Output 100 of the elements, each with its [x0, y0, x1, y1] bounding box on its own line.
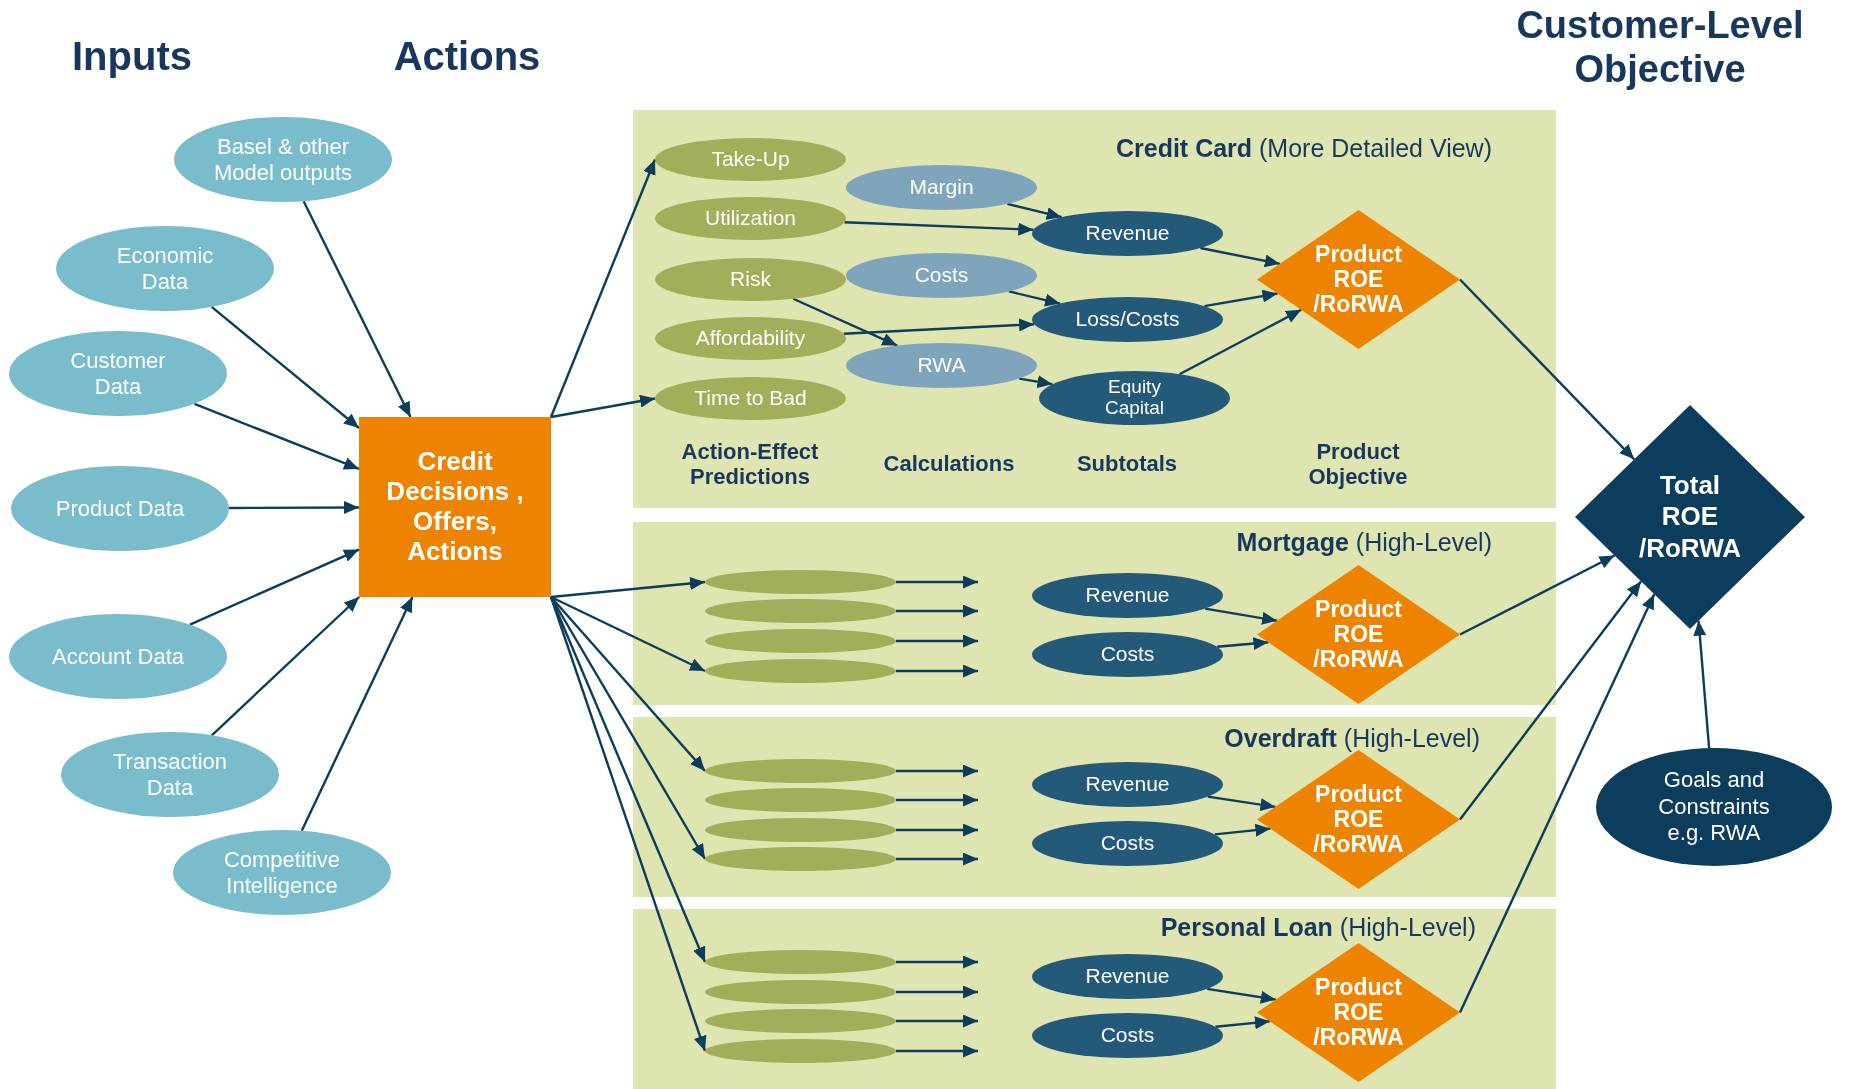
arrow — [896, 823, 978, 837]
node-label: Product ROE /RoRWA — [1312, 596, 1405, 673]
arrow — [1204, 289, 1278, 308]
prediction-ellipse — [705, 847, 896, 871]
column-heading: Subtotals — [1076, 451, 1178, 477]
arrow — [1008, 290, 1061, 307]
arrow — [1207, 795, 1276, 812]
total-diamond — [1575, 405, 1805, 629]
node-label: Loss/Costs — [1075, 307, 1180, 332]
arrow — [1215, 1016, 1270, 1030]
node-label: Product ROE /RoRWA — [1312, 974, 1405, 1051]
column-heading: Product Objective — [1307, 438, 1409, 490]
prediction-ellipse — [705, 759, 896, 783]
arrow — [1458, 593, 1656, 1013]
objective-diamond — [1257, 943, 1460, 1082]
arrow — [1459, 580, 1643, 821]
arrow — [1206, 987, 1276, 1004]
arrow — [843, 318, 1035, 335]
node-label: Margin — [909, 175, 974, 200]
arrow — [896, 1014, 978, 1028]
node-label: Revenue — [1085, 772, 1170, 797]
node-label: Credit Decisions , Offers, Actions — [385, 447, 525, 567]
node-label: Costs — [914, 263, 969, 288]
column-title: Customer-Level Objective — [1516, 4, 1804, 90]
arrow — [1200, 246, 1281, 268]
arrow — [210, 305, 360, 429]
node-label: Transaction Data — [111, 749, 229, 800]
arrow — [550, 596, 706, 772]
prediction-ellipse — [655, 138, 846, 181]
arrow — [896, 764, 978, 778]
arrow — [1459, 278, 1636, 461]
arrow — [550, 595, 706, 673]
node-label: Revenue — [1085, 583, 1170, 608]
arrow — [1178, 308, 1302, 376]
arrow — [189, 548, 360, 626]
arrow — [1007, 202, 1062, 220]
arrow — [550, 394, 656, 419]
node-label: Product ROE /RoRWA — [1312, 241, 1405, 318]
arrow — [896, 985, 978, 999]
arrow — [1204, 607, 1278, 625]
arrow — [1693, 620, 1711, 749]
subtotal-ellipse — [1039, 371, 1230, 425]
arrow — [229, 501, 359, 514]
column-heading: Action-Effect Predictions — [680, 438, 820, 490]
node-label: Costs — [1100, 831, 1155, 856]
arrow — [1459, 554, 1616, 636]
node-label: RWA — [917, 353, 966, 378]
node-label: Competitive Intelligence — [222, 847, 342, 898]
arrow — [896, 634, 978, 648]
node-label: Basel & other Model outputs — [212, 134, 354, 185]
arrow — [549, 596, 707, 963]
column-title: Actions — [393, 34, 541, 78]
objective-diamond — [1257, 750, 1460, 889]
section-panel — [633, 522, 1556, 705]
node-label: Take-Up — [711, 147, 790, 172]
node-label: Customer Data — [69, 348, 167, 399]
node-label: Goals and Constraints e.g. RWA — [1657, 767, 1771, 847]
arrow — [896, 955, 978, 969]
objective-diamond — [1257, 210, 1460, 349]
arrow — [1217, 637, 1269, 651]
action-box — [359, 417, 551, 597]
arrow — [792, 297, 898, 347]
section-panel — [633, 909, 1556, 1089]
prediction-ellipse — [705, 1039, 896, 1063]
arrow — [550, 577, 706, 599]
arrow — [896, 575, 978, 589]
panel-heading: Personal Loan (High-Level) — [1160, 912, 1476, 943]
arrow — [896, 1044, 978, 1058]
section-panel — [633, 717, 1556, 897]
arrow — [549, 596, 707, 1052]
arrow — [1214, 823, 1271, 837]
arrow — [300, 596, 414, 832]
node-label: Economic Data — [115, 243, 215, 294]
node-label: Costs — [1100, 1023, 1155, 1048]
node-label: Costs — [1100, 642, 1155, 667]
node-label: Total ROE /RoRWA — [1637, 470, 1743, 564]
arrow — [549, 159, 657, 418]
column-heading: Calculations — [883, 451, 1015, 477]
arrow — [896, 852, 978, 866]
calculation-ellipse — [846, 343, 1037, 388]
node-label: Affordability — [695, 326, 806, 351]
panel-heading: Mortgage (High-Level) — [1236, 527, 1492, 558]
arrow — [302, 200, 412, 418]
arrow — [194, 402, 360, 471]
node-label: Revenue — [1085, 964, 1170, 989]
node-label: Product ROE /RoRWA — [1312, 781, 1405, 858]
node-label: Risk — [730, 267, 771, 292]
arrow — [896, 604, 978, 618]
node-label: Time to Bad — [694, 386, 807, 411]
section-panel — [633, 110, 1556, 508]
panel-heading: Overdraft (High-Level) — [1224, 723, 1480, 754]
prediction-ellipse — [705, 950, 896, 974]
arrow — [844, 221, 1034, 236]
arrow — [211, 596, 360, 737]
node-label: Utilization — [704, 206, 796, 231]
arrow — [1019, 375, 1053, 389]
node-label: Equity Capital — [1103, 377, 1166, 419]
node-label: Revenue — [1085, 221, 1170, 246]
column-title: Inputs — [72, 34, 192, 78]
arrow — [896, 664, 978, 678]
